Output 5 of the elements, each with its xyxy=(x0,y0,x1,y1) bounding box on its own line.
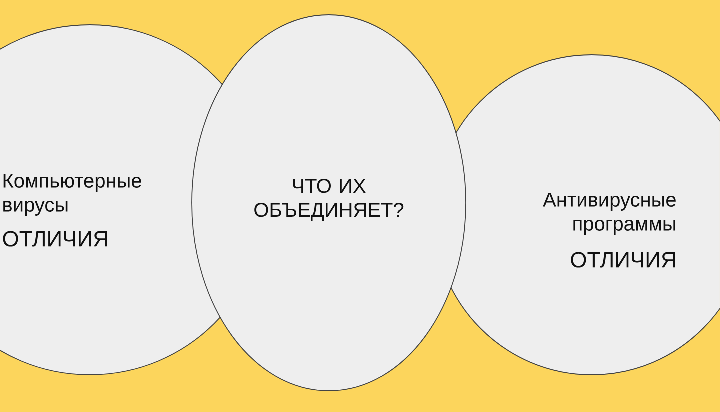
circle-label: Компьютерные вирусы xyxy=(4,174,142,216)
circle-label: ОТЛИЧИЯ xyxy=(3,231,108,247)
circle-label: Антивирусные программы xyxy=(543,193,676,235)
circle-label: ЧТО ИХ ОБЪЕДИНЯЕТ? xyxy=(254,179,404,221)
circle-label: ОТЛИЧИЯ xyxy=(571,252,676,268)
